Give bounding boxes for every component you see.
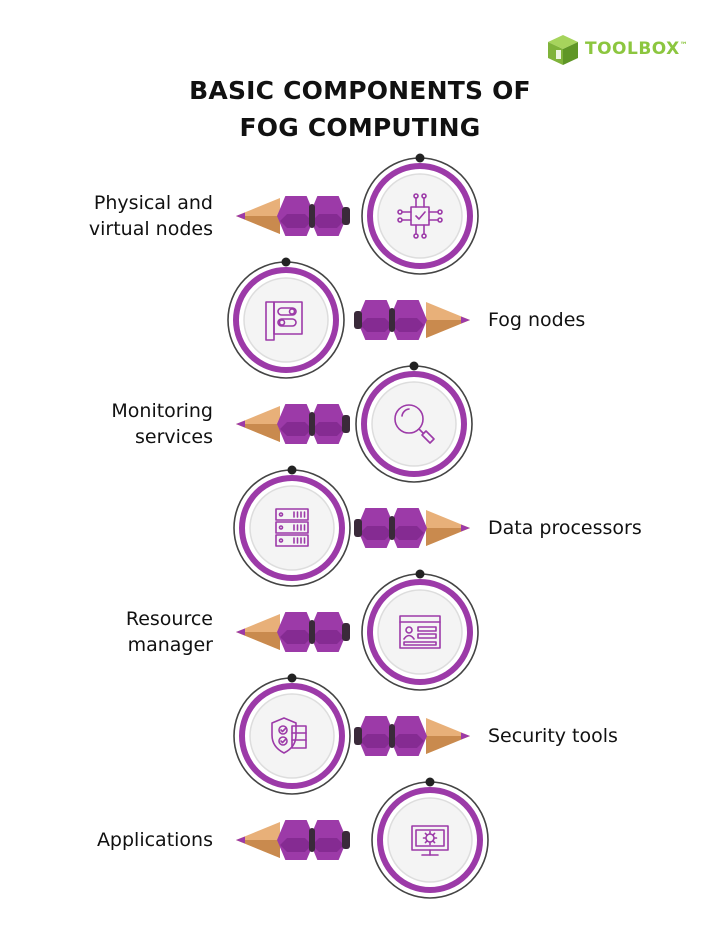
icon-circle-4 xyxy=(361,569,479,691)
component-label-line1: Resource xyxy=(125,608,213,630)
pencil-0 xyxy=(236,196,350,236)
network-chip-icon xyxy=(397,193,443,239)
cube-logo-icon xyxy=(548,35,578,65)
component-label-0: Physical and virtual nodes xyxy=(13,190,213,242)
component-label-line1: Monitoring xyxy=(111,400,213,422)
icon-circle-3 xyxy=(233,465,351,587)
component-label-2: Monitoring services xyxy=(13,398,213,450)
component-label-5: Security tools xyxy=(488,723,708,749)
component-label-line2: manager xyxy=(127,634,213,656)
shield-checklist-icon xyxy=(271,717,307,754)
icon-circle-0 xyxy=(361,153,479,275)
profile-window-icon xyxy=(399,615,441,649)
pencil-3 xyxy=(354,508,470,548)
icon-circle-2 xyxy=(355,361,473,483)
brand-tm: ™ xyxy=(679,40,689,50)
page-title-line1: BASIC COMPONENTS OF xyxy=(189,76,531,105)
monitor-gear-icon xyxy=(411,825,449,856)
pencil-1 xyxy=(354,300,470,340)
pencil-2 xyxy=(236,404,350,444)
component-label-6: Applications xyxy=(13,827,213,853)
component-label-line2: virtual nodes xyxy=(88,218,213,240)
component-label-line2: services xyxy=(135,426,213,448)
component-label-line1: Security tools xyxy=(488,725,618,747)
icon-circle-6 xyxy=(371,777,489,899)
component-label-line1: Data processors xyxy=(488,517,642,539)
pencil-6 xyxy=(236,820,350,860)
brand-name: TOOLBOX xyxy=(585,39,680,59)
server-rack-icon xyxy=(275,508,309,547)
component-label-1: Fog nodes xyxy=(488,307,708,333)
pencil-5 xyxy=(354,716,470,756)
server-panel-icon xyxy=(265,301,303,341)
toolbox-logo: TOOLBOX™ xyxy=(545,33,705,67)
component-label-line1: Applications xyxy=(96,829,213,851)
pencil-4 xyxy=(236,612,350,652)
magnifier-icon xyxy=(394,404,435,444)
component-label-4: Resource manager xyxy=(13,606,213,658)
icon-circle-1 xyxy=(227,257,345,379)
component-label-3: Data processors xyxy=(488,515,708,541)
component-label-line1: Fog nodes xyxy=(488,309,586,331)
component-label-line1: Physical and xyxy=(93,192,213,214)
page-title-line2: FOG COMPUTING xyxy=(239,113,481,142)
